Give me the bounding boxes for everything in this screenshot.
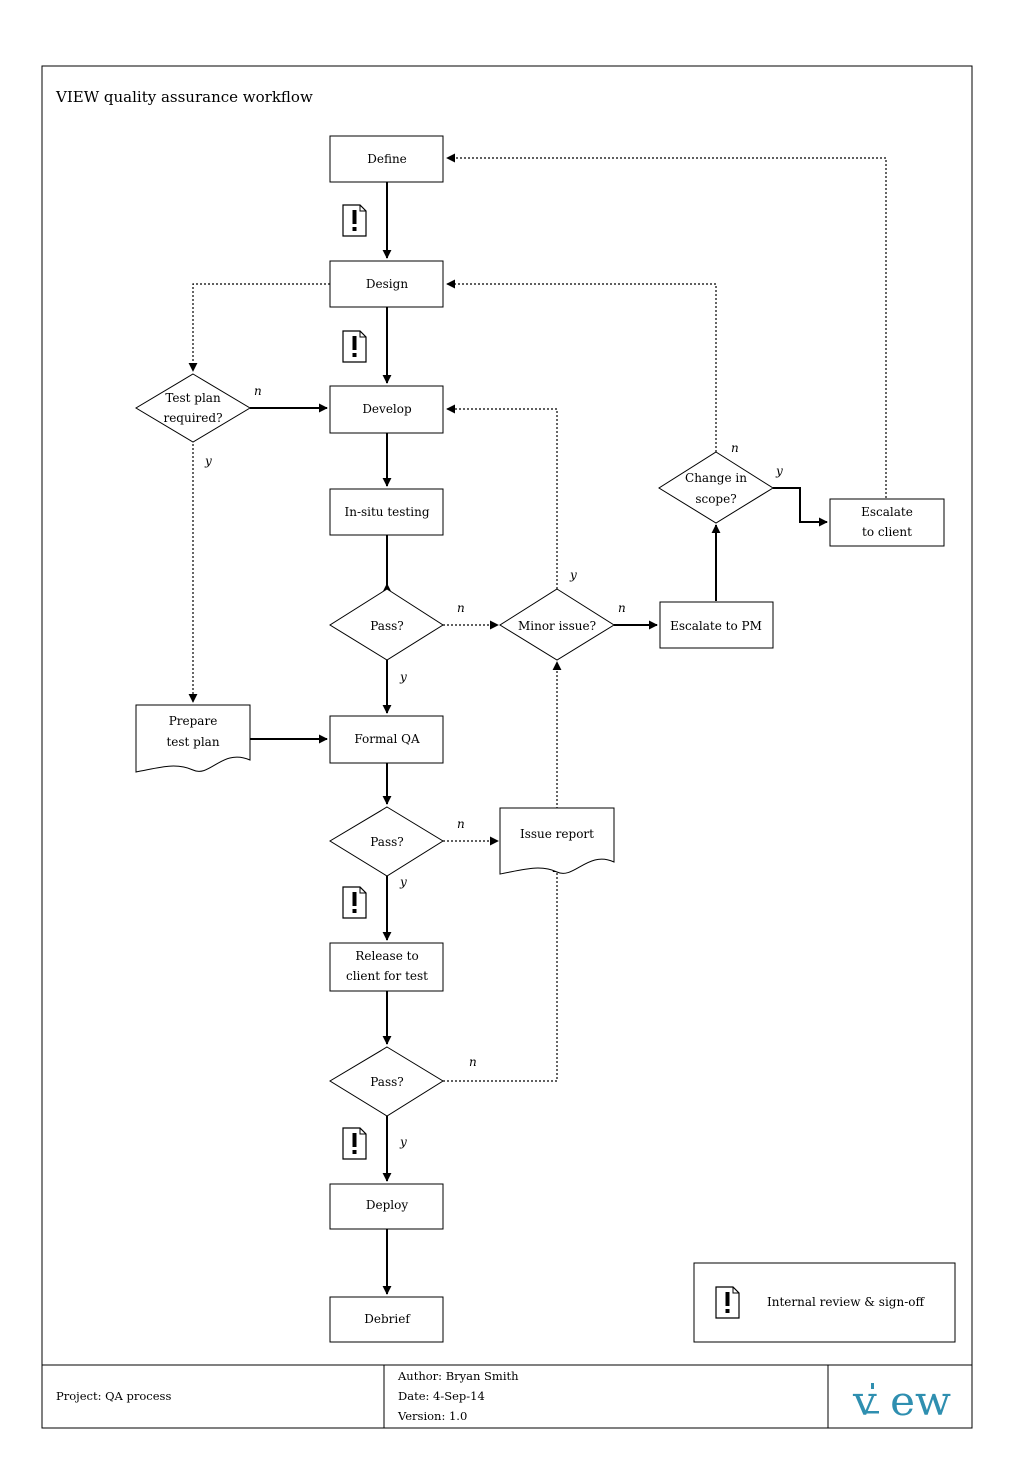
issue-report-label: Issue report (520, 827, 594, 841)
define-box (329, 135, 444, 183)
insitu-testing-label: In-situ testing (344, 505, 429, 519)
pass-decision-1 (329, 588, 444, 661)
escalate-pm-label: Escalate to PM (670, 619, 762, 633)
pass-1-label: Pass? (370, 619, 403, 633)
pass-1-no-label: n (457, 601, 465, 615)
pass-decision-3 (329, 1046, 444, 1117)
footer-author: Author: Bryan Smith (397, 1369, 519, 1383)
change-scope-no-label: n (731, 441, 739, 455)
test-plan-decision (135, 373, 251, 443)
release-box (329, 942, 444, 992)
change-scope-label-line1: Change in (685, 471, 747, 485)
footer-project: Project: QA process (56, 1389, 171, 1403)
review-signoff-icon (342, 204, 367, 237)
prepare-plan-label-line2: test plan (166, 735, 219, 749)
pass-3-yes-label: y (399, 1135, 407, 1149)
diagram-title: VIEW quality assurance workflow (55, 88, 313, 106)
svg-text:v ew: v ew (852, 1379, 951, 1425)
minor-issue-no-label: n (618, 601, 626, 615)
view-logo: v ew (852, 1379, 951, 1425)
deploy-box (329, 1183, 444, 1230)
review-signoff-icon (715, 1286, 740, 1319)
escalate-client-label-line1: Escalate (861, 505, 913, 519)
prepare-test-plan-document (135, 704, 251, 773)
review-signoff-icon (342, 1127, 367, 1160)
solid-connectors (250, 182, 828, 1295)
prepare-plan-label-line1: Prepare (169, 714, 218, 728)
pass-decision-2 (329, 806, 444, 877)
change-scope-decision (658, 451, 774, 524)
pass-2-label: Pass? (370, 835, 403, 849)
issue-report-document (499, 807, 615, 875)
review-signoff-icon (342, 330, 367, 363)
test-plan-yes-label: y (204, 454, 212, 468)
design-label: Design (366, 277, 408, 291)
footer-version: Version: 1.0 (397, 1409, 467, 1423)
pass-2-yes-label: y (399, 875, 407, 889)
pass-3-no-label: n (469, 1055, 477, 1069)
develop-box (329, 385, 444, 434)
review-signoff-icon (342, 886, 367, 919)
debrief-label: Debrief (364, 1312, 411, 1326)
escalate-client-box (829, 498, 945, 547)
define-label: Define (367, 152, 407, 166)
test-plan-no-label: n (254, 384, 262, 398)
dotted-connectors (188, 153, 887, 1082)
minor-issue-yes-label: y (569, 568, 577, 582)
change-scope-yes-label: y (775, 464, 783, 478)
pass-1-yes-label: y (399, 670, 407, 684)
pass-2-no-label: n (457, 817, 465, 831)
test-plan-label-line1: Test plan (165, 391, 221, 405)
debrief-box (329, 1296, 444, 1343)
minor-issue-label: Minor issue? (518, 619, 596, 633)
pass-3-label: Pass? (370, 1075, 403, 1089)
release-label-line1: Release to (355, 949, 418, 963)
release-label-line2: client for test (346, 969, 428, 983)
deploy-label: Deploy (366, 1198, 408, 1212)
escalate-client-label-line2: to client (862, 525, 912, 539)
change-scope-label-line2: scope? (695, 492, 736, 506)
insitu-testing-box (329, 488, 444, 536)
formal-qa-label: Formal QA (354, 732, 420, 746)
test-plan-label-line2: required? (163, 411, 222, 425)
formal-qa-box (329, 715, 444, 764)
legend-text: Internal review & sign-off (767, 1295, 925, 1309)
footer-date: Date: 4-Sep-14 (398, 1389, 485, 1403)
page-frame (41, 65, 973, 1429)
develop-label: Develop (362, 402, 412, 416)
minor-issue-decision (499, 588, 615, 661)
design-box (329, 260, 444, 308)
escalate-pm-box (659, 601, 774, 649)
